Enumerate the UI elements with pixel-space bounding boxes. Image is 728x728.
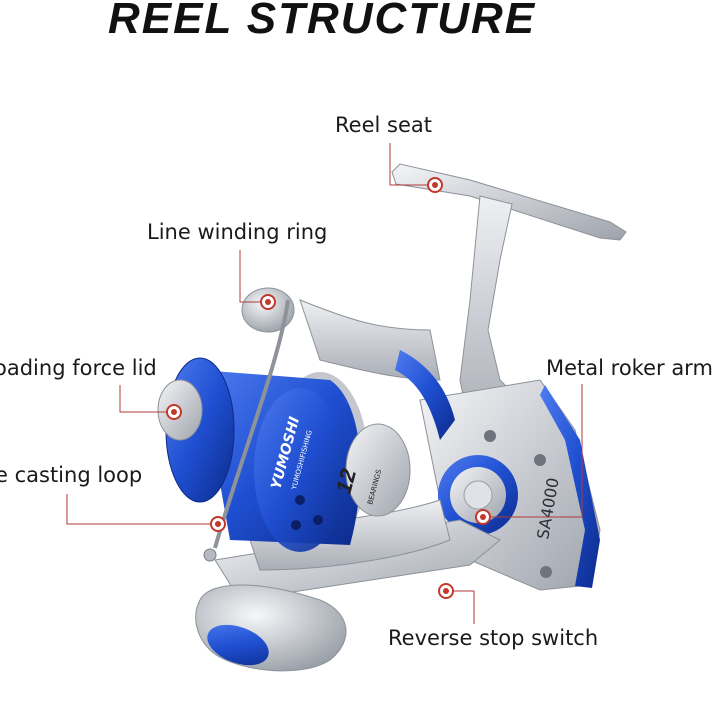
label-casting-loop: e casting loop [0, 463, 143, 487]
target-marker-icon [427, 177, 443, 193]
crank-housing [438, 455, 518, 535]
reel-seat-foot [391, 163, 627, 241]
bail-wire [203, 299, 290, 562]
spool-hole-icon [291, 520, 301, 530]
spool: YUMOSHI YUMOSHIFISHING 12 BEARINGS [157, 357, 411, 552]
leader-casting-loop [66, 494, 218, 525]
target-marker-icon [438, 583, 454, 599]
markers [166, 177, 491, 599]
screw-icon [534, 454, 546, 466]
screw-icon [484, 430, 496, 442]
leader-reel-seat [389, 143, 435, 186]
label-reverse-stop-switch: Reverse stop switch [388, 626, 599, 650]
label-loading-force-lid: oading force lid [0, 356, 157, 380]
target-marker-icon [260, 294, 276, 310]
label-metal-roker-arm: Metal roker arm [546, 356, 713, 380]
leader-lines [66, 143, 583, 624]
leader-loading-force-lid [119, 385, 174, 413]
screw-icon [540, 566, 552, 578]
label-reel-seat: Reel seat [335, 113, 432, 137]
leader-metal-roker-arm [483, 384, 583, 518]
target-marker-icon [210, 516, 226, 532]
target-marker-icon [166, 404, 182, 420]
spool-hole-icon [295, 495, 305, 505]
leader-reverse-stop-switch [446, 590, 475, 624]
page-title: REEL STRUCTURE [108, 0, 537, 43]
leader-line-winding-ring [239, 250, 268, 303]
spool-hole-icon [313, 515, 323, 525]
label-line-winding-ring: Line winding ring [147, 220, 328, 244]
target-marker-icon [475, 509, 491, 525]
